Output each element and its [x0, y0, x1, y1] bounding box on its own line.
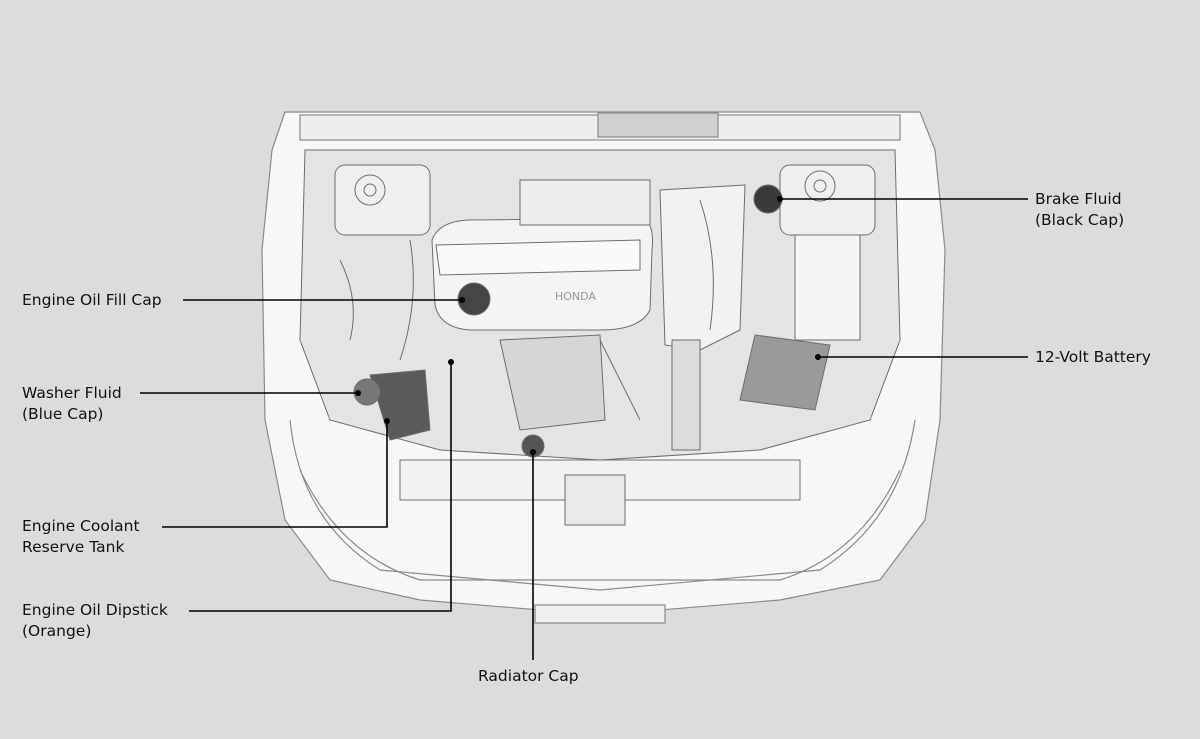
label-brake-fluid: Brake Fluid (Black Cap) [1035, 189, 1124, 231]
label-line: Washer Fluid [22, 384, 122, 402]
label-radiator-cap: Radiator Cap [478, 666, 579, 687]
label-engine-oil-dipstick: Engine Oil Dipstick (Orange) [22, 600, 168, 642]
label-line: (Black Cap) [1035, 211, 1125, 229]
label-engine-oil-fill-cap: Engine Oil Fill Cap [22, 290, 162, 311]
label-line: Brake Fluid [1035, 190, 1122, 208]
leader-dots [355, 196, 821, 455]
label-line: (Blue Cap) [22, 405, 104, 423]
label-line: 12-Volt Battery [1035, 348, 1151, 366]
label-line: Reserve Tank [22, 538, 125, 556]
label-line: Engine Coolant [22, 517, 140, 535]
label-line: Engine Oil Fill Cap [22, 291, 162, 309]
label-line: Radiator Cap [478, 667, 579, 685]
label-12-volt-battery: 12-Volt Battery [1035, 347, 1151, 368]
label-washer-fluid: Washer Fluid (Blue Cap) [22, 383, 122, 425]
oil-dipstick-leader [189, 362, 452, 612]
coolant-tank-leader [162, 421, 388, 528]
label-line: Engine Oil Dipstick [22, 601, 168, 619]
leader-lines [140, 198, 1028, 660]
svg-text:HONDA: HONDA [555, 290, 596, 303]
label-line: (Orange) [22, 622, 92, 640]
engine-compartment: HONDA [299, 149, 901, 526]
